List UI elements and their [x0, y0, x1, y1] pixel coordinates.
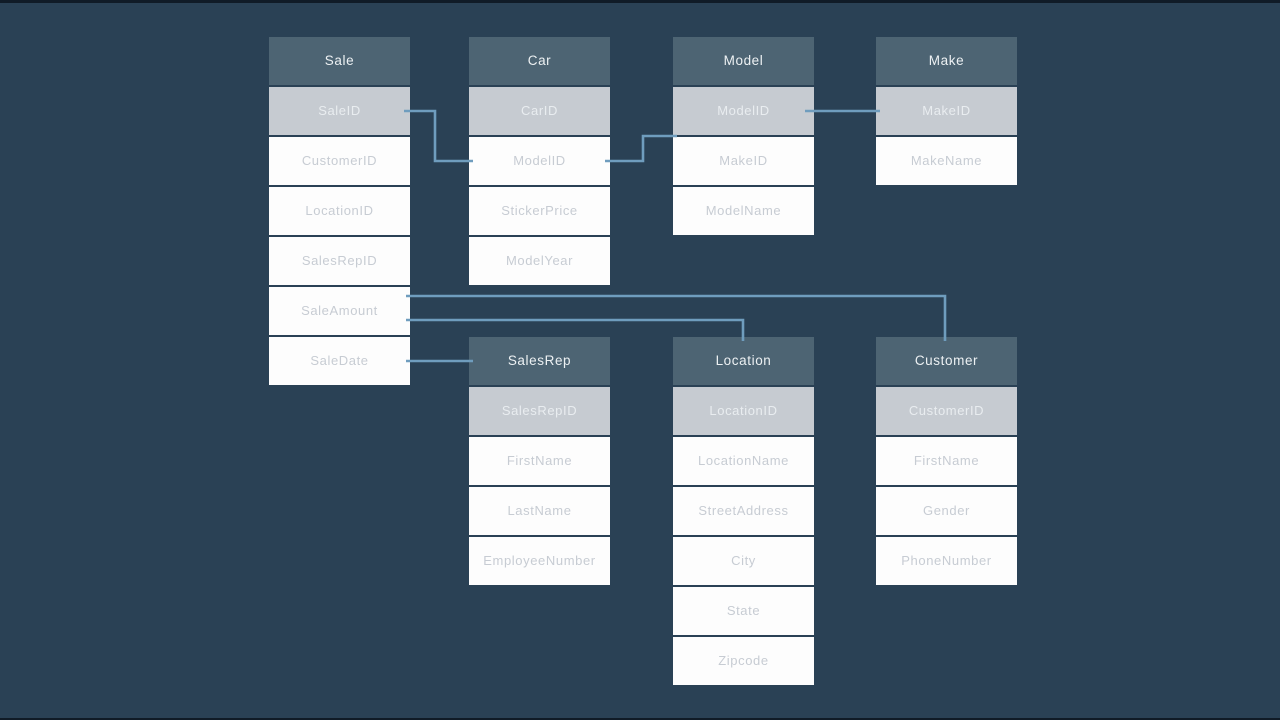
field-stickerprice: StickerPrice — [469, 187, 610, 235]
key-field-makeid: MakeID — [876, 87, 1017, 135]
field-phonenumber: PhoneNumber — [876, 537, 1017, 585]
field-saleamount: SaleAmount — [269, 287, 410, 335]
frame-bottom-bar — [0, 718, 1280, 720]
key-field-modelid: ModelID — [673, 87, 814, 135]
field-gender: Gender — [876, 487, 1017, 535]
connector-sale-to-customer — [406, 294, 947, 341]
field-modelid: ModelID — [469, 137, 610, 185]
field-locationid: LocationID — [269, 187, 410, 235]
key-field-customerid: CustomerID — [876, 387, 1017, 435]
frame-top-bar — [0, 0, 1280, 3]
field-customerid: CustomerID — [269, 137, 410, 185]
field-lastname: LastName — [469, 487, 610, 535]
field-streetaddress: StreetAddress — [673, 487, 814, 535]
table-title-customer: Customer — [876, 337, 1017, 385]
table-title-salesrep: SalesRep — [469, 337, 610, 385]
field-locationname: LocationName — [673, 437, 814, 485]
field-makename: MakeName — [876, 137, 1017, 185]
connector-car-modelid-to-model-modelid — [605, 134, 677, 163]
table-title-make: Make — [876, 37, 1017, 85]
key-field-locationid: LocationID — [673, 387, 814, 435]
field-state: State — [673, 587, 814, 635]
key-field-carid: CarID — [469, 87, 610, 135]
field-firstname: FirstName — [469, 437, 610, 485]
field-city: City — [673, 537, 814, 585]
field-zipcode: Zipcode — [673, 637, 814, 685]
table-title-model: Model — [673, 37, 814, 85]
field-saledate: SaleDate — [269, 337, 410, 385]
field-modelname: ModelName — [673, 187, 814, 235]
key-field-salesrepid: SalesRepID — [469, 387, 610, 435]
table-title-location: Location — [673, 337, 814, 385]
field-salesrepid: SalesRepID — [269, 237, 410, 285]
field-firstname: FirstName — [876, 437, 1017, 485]
table-title-car: Car — [469, 37, 610, 85]
field-makeid: MakeID — [673, 137, 814, 185]
connector-sale-saleid-to-car-modelid — [404, 109, 473, 163]
key-field-saleid: SaleID — [269, 87, 410, 135]
field-modelyear: ModelYear — [469, 237, 610, 285]
field-employeenumber: EmployeeNumber — [469, 537, 610, 585]
table-title-sale: Sale — [269, 37, 410, 85]
